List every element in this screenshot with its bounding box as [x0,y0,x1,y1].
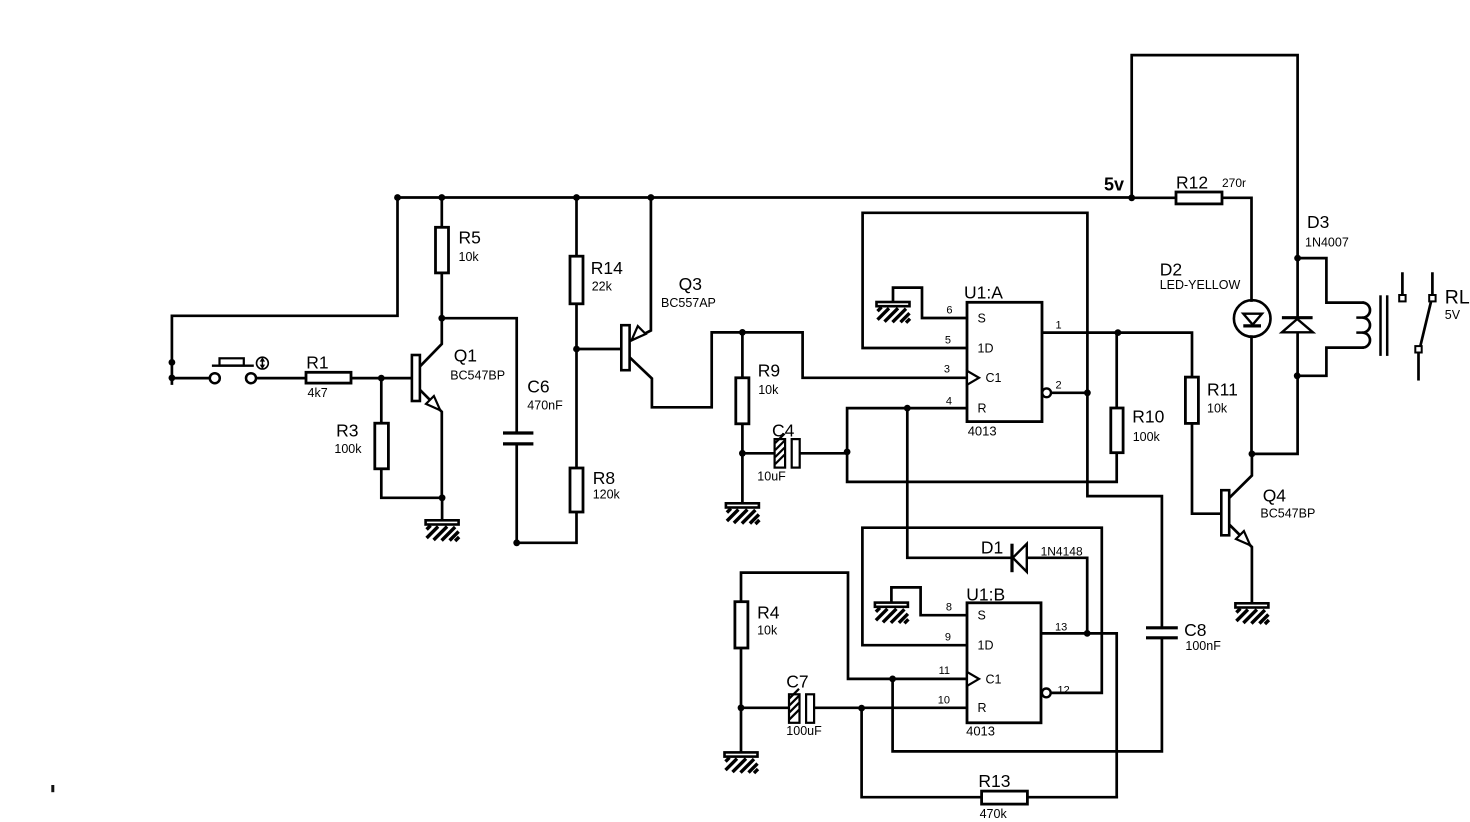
svg-text:BC547BP: BC547BP [1260,507,1315,521]
svg-text:U1:B: U1:B [966,585,1005,605]
svg-text:10: 10 [938,694,950,706]
svg-text:6: 6 [946,305,952,317]
svg-text:10k: 10k [459,250,480,264]
svg-text:C4: C4 [772,421,795,441]
svg-text:R: R [978,402,987,416]
svg-text:BC547BP: BC547BP [450,369,505,383]
svg-text:2: 2 [1056,380,1062,392]
svg-text:R8: R8 [593,468,615,488]
svg-text:13: 13 [1055,622,1067,634]
svg-text:D2: D2 [1160,260,1182,280]
svg-text:22k: 22k [592,280,613,294]
svg-text:10k: 10k [1207,402,1228,416]
svg-text:4013: 4013 [966,724,995,739]
svg-text:R4: R4 [757,603,780,623]
svg-text:4013: 4013 [968,424,997,439]
svg-text:1D: 1D [978,342,994,356]
svg-text:100uF: 100uF [786,724,822,738]
svg-text:10k: 10k [757,624,778,638]
svg-text:R14: R14 [591,258,623,278]
svg-text:C8: C8 [1184,620,1206,640]
svg-text:470k: 470k [980,807,1008,821]
svg-text:470nF: 470nF [527,399,563,413]
svg-text:5: 5 [945,335,951,347]
svg-text:1N4148: 1N4148 [1041,545,1083,559]
svg-text:4k7: 4k7 [308,386,328,400]
svg-text:12: 12 [1058,684,1070,696]
svg-text:BC557AP: BC557AP [661,296,716,310]
svg-text:1N4007: 1N4007 [1305,236,1349,250]
svg-text:10uF: 10uF [757,470,786,484]
svg-text:S: S [978,609,986,623]
svg-text:S: S [978,312,986,326]
svg-text:8: 8 [946,602,952,614]
svg-text:Q1: Q1 [454,346,477,366]
svg-text:U1:A: U1:A [964,283,1003,303]
svg-text:11: 11 [939,665,950,677]
svg-text:1D: 1D [978,639,994,653]
svg-text:100nF: 100nF [1185,639,1221,653]
svg-text:R9: R9 [758,361,780,381]
svg-text:9: 9 [945,632,951,644]
svg-text:5V: 5V [1445,308,1461,322]
svg-text:4: 4 [946,396,952,408]
svg-text:100k: 100k [1133,430,1161,444]
svg-text:RL: RL [1445,287,1470,309]
svg-text:100k: 100k [334,442,362,456]
svg-text:R: R [978,701,987,715]
svg-text:3: 3 [944,364,950,376]
svg-text:5v: 5v [1104,175,1124,195]
svg-text:D1: D1 [981,538,1003,558]
svg-text:Q4: Q4 [1263,486,1287,506]
svg-text:1: 1 [1056,320,1062,332]
svg-text:Q3: Q3 [679,274,702,294]
svg-text:LED-YELLOW: LED-YELLOW [1160,278,1241,292]
svg-text:R5: R5 [459,228,481,248]
svg-text:R12: R12 [1176,173,1208,193]
svg-text:R3: R3 [336,421,358,441]
svg-text:120k: 120k [593,488,621,502]
svg-text:R11: R11 [1207,380,1238,400]
svg-text:270r: 270r [1222,176,1246,190]
svg-text:C1: C1 [986,672,1002,686]
svg-text:R1: R1 [306,353,328,373]
svg-text:C6: C6 [527,377,549,397]
svg-text:R13: R13 [978,771,1010,791]
svg-text:C1: C1 [986,371,1002,385]
svg-text:10k: 10k [758,383,779,397]
svg-text:D3: D3 [1307,212,1329,232]
svg-text:R10: R10 [1132,407,1164,427]
svg-text:C7: C7 [786,672,808,692]
